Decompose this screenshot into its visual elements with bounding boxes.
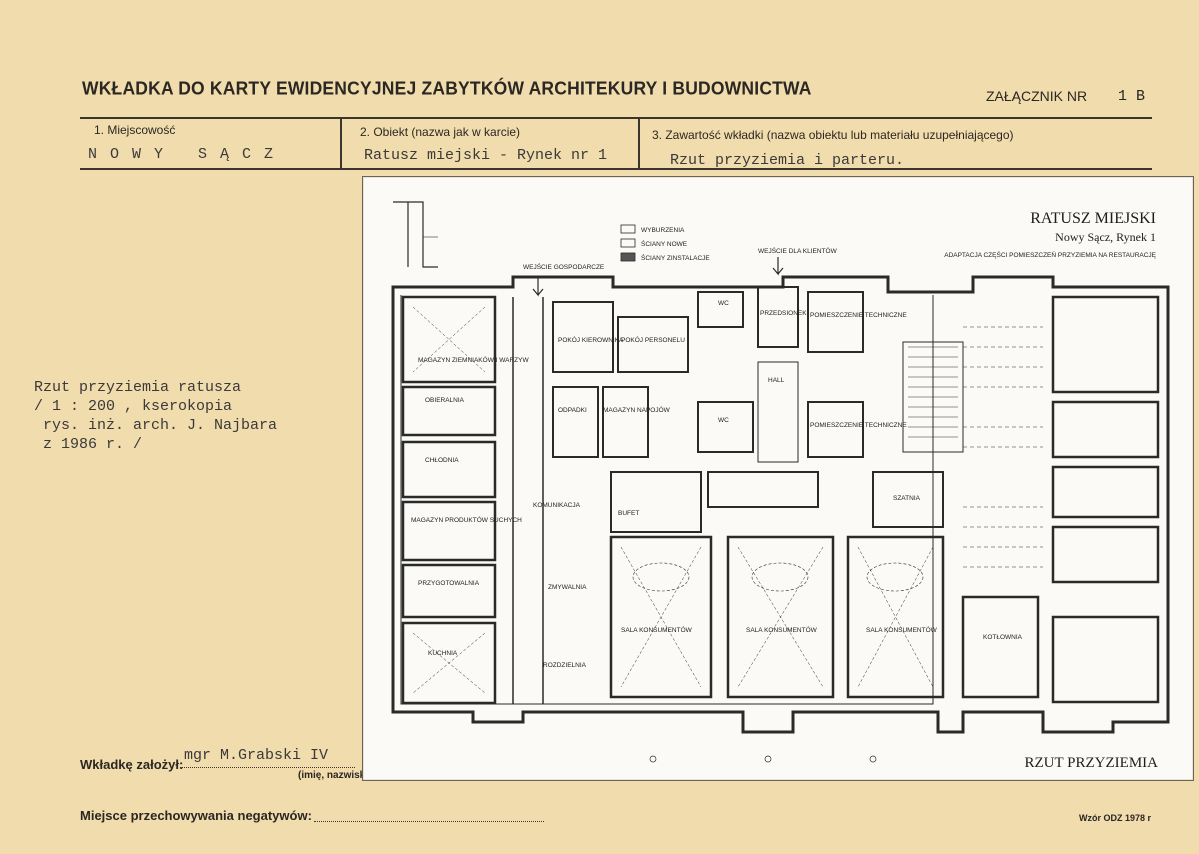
room-pokoj-personelu: POKÓJ PERSONELU [621, 335, 685, 344]
room-pomieszczenie-techniczne-1: POMIESZCZENIE TECHNICZNE [810, 312, 907, 319]
header-top-rule [80, 117, 1152, 119]
header-bottom-rule [80, 168, 1152, 170]
room-magazyn-produktow: MAGAZYN PRODUKTÓW SUCHYCH [411, 515, 522, 524]
author-hint: (imię, nazwisko, data) [298, 770, 401, 781]
room-wc-1: WC [718, 300, 729, 307]
room-rozdzielnia: ROZDZIELNIA [543, 662, 587, 669]
description-note: Rzut przyziemia ratusza / 1 : 200 , kser… [34, 379, 278, 453]
floor-plan-drawing: RATUSZ MIEJSKI Nowy Sącz, Rynek 1 ADAPTA… [391, 201, 1170, 771]
header-divider-1 [340, 117, 342, 169]
room-przygotowalnia: PRZYGOTOWALNIA [418, 580, 480, 587]
room-komunikacja: KOMUNIKACJA [533, 502, 581, 509]
room-przedsionek: PRZEDSIONEK [760, 310, 807, 317]
header-divider-2 [638, 117, 640, 169]
room-pokoj-kierownika: POKÓJ KIEROWNIKA [558, 335, 624, 344]
field-1-header: 1. Miejscowość [94, 123, 176, 137]
field-1-value: N O W Y S Ą C Z [88, 146, 276, 163]
room-wc-2: WC [718, 417, 729, 424]
plan-subtitle: ADAPTACJA CZĘŚCI POMIESZCZEŃ PRZYZIEMIA … [944, 250, 1156, 259]
entrance-clients-label: WEJŚCIE DLA KLIENTÓW [758, 246, 838, 255]
form-title: WKŁADKA DO KARTY EWIDENCYJNEJ ZABYTKÓW A… [82, 77, 812, 99]
room-kotlownia: KOTŁOWNIA [983, 634, 1023, 641]
author-label: Wkładkę założył: [80, 757, 184, 772]
form-code: Wzór ODZ 1978 r [1079, 813, 1152, 823]
room-magazyn-napojow: MAGAZYN NAPOJÓW [603, 405, 671, 414]
negatives-dotted-line [314, 820, 544, 822]
author-value: mgr M.Grabski IV [184, 747, 329, 764]
plan-title-line2: Nowy Sącz, Rynek 1 [1055, 230, 1156, 244]
floor-plan-sheet: RATUSZ MIEJSKI Nowy Sącz, Rynek 1 ADAPTA… [362, 176, 1194, 781]
entrance-service-label: WEJŚCIE GOSPODARCZE [523, 262, 605, 271]
room-bufet: BUFET [618, 510, 639, 517]
negatives-label: Miejsce przechowywania negatywów: [80, 808, 312, 823]
room-odpadki: ODPADKI [558, 407, 587, 414]
author-dotted-line [180, 766, 355, 768]
field-3-header: 3. Zawartość wkładki (nazwa obiektu lub … [652, 128, 1014, 142]
annex-label: ZAŁĄCZNIK NR [986, 88, 1088, 104]
room-kuchnia: KUCHNIA [428, 650, 458, 657]
legend-label-3: ŚCIANY ZINSTALACJE [641, 253, 710, 262]
room-szatnia: SZATNIA [893, 495, 921, 502]
legend-label-2: ŚCIANY NOWE [641, 239, 688, 248]
legend-label-1: WYBURZENIA [641, 227, 685, 234]
room-magazyn-ziemniakow: MAGAZYN ZIEMNIAKÓW I WARZYW [418, 355, 529, 364]
field-2-value: Ratusz miejski - Rynek nr 1 [364, 147, 608, 164]
room-chlodnia: CHŁODNIA [425, 457, 459, 464]
plan-title-line1: RATUSZ MIEJSKI [1030, 210, 1156, 227]
field-3-value: Rzut przyziemia i parteru. [670, 152, 905, 169]
plan-footer-title: RZUT PRZYZIEMIA [1025, 755, 1159, 771]
room-hall: HALL [768, 377, 785, 384]
room-obieralnia: OBIERALNIA [425, 397, 465, 404]
room-sala-2: SALA KONSUMENTÓW [746, 625, 818, 634]
annex-value: 1 B [1118, 88, 1146, 105]
room-zmywalnia: ZMYWALNIA [548, 584, 587, 591]
field-2-header: 2. Obiekt (nazwa jak w karcie) [360, 125, 521, 139]
room-sala-1: SALA KONSUMENTÓW [621, 625, 693, 634]
room-pomieszczenie-techniczne-2: POMIESZCZENIE TECHNICZNE [810, 422, 907, 429]
room-sala-3: SALA KONSUMENTÓW [866, 625, 938, 634]
